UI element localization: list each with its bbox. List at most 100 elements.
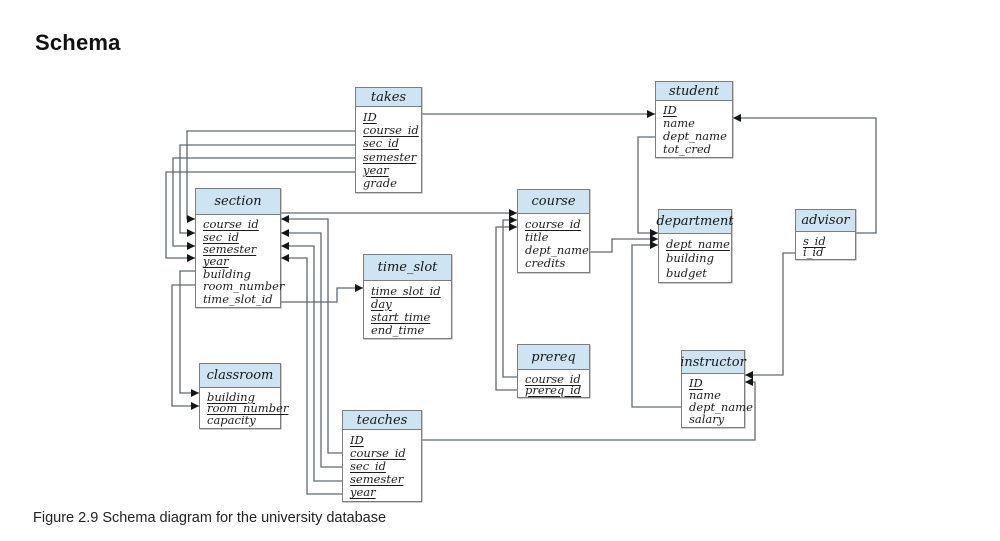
connector-prereq.prereq_id-to-course.course_id — [495, 223, 517, 391]
attribute-section-course_id: course_id — [203, 217, 259, 232]
table-row: time_slot_id — [196, 292, 280, 306]
table-row: salary — [682, 412, 744, 426]
table-row: end_time — [364, 323, 451, 337]
table-row: course_id — [518, 216, 589, 231]
attribute-takes-course_id: course_id — [363, 123, 419, 137]
table-row: course_id — [196, 217, 280, 232]
table-advisor-title: advisor — [796, 210, 855, 232]
table-prereq-title: prereq — [518, 345, 589, 370]
attribute-time_slot-day: day — [371, 296, 392, 311]
table-row: course_id — [343, 445, 421, 460]
table-row: dept_name — [656, 128, 732, 143]
attribute-student-ID: ID — [663, 103, 677, 118]
table-row: room_number — [200, 401, 288, 415]
attribute-advisor-s_id: s_id — [803, 233, 826, 248]
connector-course.dept_name-to-department.dept_name — [590, 235, 658, 253]
connector-teaches.sec_id-to-section.sec_id — [281, 229, 342, 468]
attribute-teaches-course_id: course_id — [350, 445, 406, 460]
connector-section.room_number-to-classroom.room_number — [171, 284, 199, 410]
table-row: course_id — [356, 123, 421, 137]
attribute-section-semester: semester — [203, 242, 257, 257]
attribute-course-credits: credits — [525, 256, 566, 271]
attribute-section-sec_id: sec_id — [203, 229, 239, 244]
page-title: Schema — [35, 30, 121, 55]
attribute-instructor-name: name — [689, 388, 721, 402]
attribute-classroom-room_number: room_number — [207, 401, 289, 416]
attribute-course-course_id: course_id — [525, 216, 581, 231]
connector-section.time_slot_id-to-time_slot.time_slot_id — [281, 284, 363, 303]
attribute-section-year: year — [203, 254, 229, 269]
attribute-takes-semester: semester — [363, 149, 417, 164]
attribute-time_slot-time_slot_id: time_slot_id — [371, 283, 441, 298]
connector-instructor.dept_name-to-department.dept_name — [631, 241, 681, 408]
attribute-section-room_number: room_number — [203, 279, 285, 294]
table-row: building — [659, 251, 731, 265]
table-row: credits — [518, 256, 589, 271]
table-row: sec_id — [356, 136, 421, 151]
table-row: budget — [659, 266, 731, 280]
attribute-advisor-i_id: i_id — [803, 244, 824, 259]
attribute-department-building: building — [666, 251, 714, 266]
connector-takes.sec_id-to-section.sec_id — [179, 144, 355, 237]
table-row: year — [196, 254, 280, 269]
table-row: day — [364, 296, 451, 311]
attribute-department-dept_name: dept_name — [666, 237, 730, 252]
table-row: dept_name — [659, 237, 731, 251]
table-row: grade — [356, 176, 421, 191]
table-row: start_time — [364, 310, 451, 324]
table-row: dept_name — [682, 400, 753, 414]
table-section-title: section — [196, 189, 280, 215]
attribute-student-tot_cred: tot_cred — [663, 141, 712, 156]
table-row: year — [343, 485, 421, 500]
table-takes-title: takes — [356, 88, 421, 107]
table-row: prereq_id — [518, 382, 589, 397]
table-row: semester — [196, 242, 280, 257]
table-row: title — [518, 230, 589, 244]
attribute-student-dept_name: dept_name — [663, 128, 727, 143]
attribute-takes-sec_id: sec_id — [363, 136, 399, 151]
attribute-teaches-sec_id: sec_id — [350, 458, 386, 473]
connector-teaches.year-to-section.year — [281, 254, 342, 495]
table-row: s_id — [796, 233, 855, 248]
table-row: name — [682, 388, 744, 402]
attribute-takes-ID: ID — [363, 109, 377, 124]
connector-advisor.s_id-to-student.ID — [733, 114, 877, 234]
table-classroom-title: classroom — [200, 364, 280, 388]
attribute-prereq-prereq_id: prereq_id — [525, 382, 582, 397]
table-instructor-title: instructor — [680, 351, 746, 374]
attribute-teaches-ID: ID — [350, 432, 364, 447]
table-row: capacity — [200, 413, 280, 428]
attribute-teaches-year: year — [350, 485, 376, 500]
table-row: tot_cred — [656, 141, 732, 156]
table-row: building — [196, 266, 280, 281]
table-row: name — [656, 116, 732, 131]
table-row: year — [356, 163, 421, 177]
attribute-department-budget: budget — [666, 265, 707, 280]
attribute-course-dept_name: dept_name — [525, 243, 589, 258]
attribute-teaches-semester: semester — [350, 472, 404, 487]
table-row: semester — [343, 472, 421, 487]
attribute-classroom-building: building — [207, 389, 255, 404]
attribute-takes-grade: grade — [363, 176, 397, 191]
attribute-section-building: building — [203, 266, 251, 281]
attribute-prereq-course_id: course_id — [525, 371, 581, 386]
attribute-student-name: name — [663, 116, 695, 131]
attribute-instructor-ID: ID — [689, 376, 703, 390]
attribute-instructor-dept_name: dept_name — [689, 400, 753, 414]
attribute-classroom-capacity: capacity — [207, 413, 256, 428]
connector-student.dept_name-to-department.dept_name — [637, 136, 658, 237]
connector-takes.semester-to-section.semester — [172, 157, 355, 250]
connector-teaches.semester-to-section.semester — [281, 242, 342, 482]
table-department-title: department — [656, 210, 734, 234]
table-row: ID — [343, 432, 421, 447]
